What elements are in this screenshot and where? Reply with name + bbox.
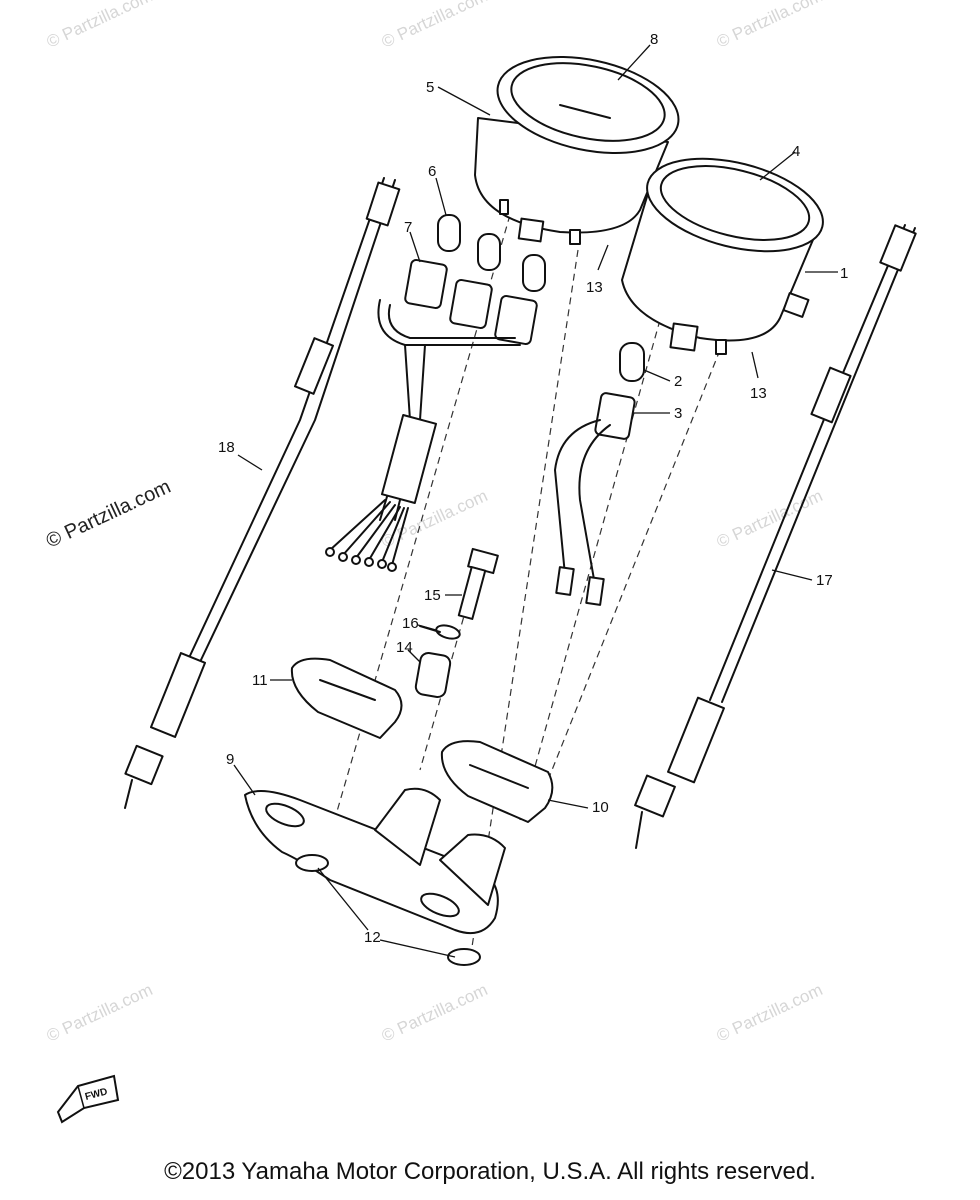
callout-9: 9 <box>226 751 234 768</box>
watermark: © Partzilla.com <box>43 476 174 553</box>
callout-12: 12 <box>364 929 381 946</box>
watermark: © Partzilla.com <box>44 0 156 52</box>
callout-7: 7 <box>404 219 412 236</box>
callout-1: 1 <box>840 265 848 282</box>
meter-brackets <box>290 657 554 823</box>
callout-labels: 1 2 3 4 5 6 7 8 9 10 11 12 13 13 14 15 1… <box>218 31 848 946</box>
callout-4: 4 <box>792 143 800 160</box>
lower-bracket <box>244 787 506 966</box>
callout-17: 17 <box>816 572 833 589</box>
watermark: © Partzilla.com <box>379 0 491 52</box>
callout-3: 3 <box>674 405 682 422</box>
fasteners <box>414 547 499 699</box>
watermark: © Partzilla.com <box>714 980 826 1046</box>
callout-13-left: 13 <box>586 279 603 296</box>
copyright-notice: ©2013 Yamaha Motor Corporation, U.S.A. A… <box>164 1158 816 1185</box>
callout-15: 15 <box>424 587 441 604</box>
bulbs <box>437 214 645 382</box>
tach-socket-cord <box>554 392 636 606</box>
callout-5: 5 <box>426 79 434 96</box>
callout-18: 18 <box>218 439 235 456</box>
fwd-arrow-icon: FWD <box>56 1074 120 1124</box>
meter-cable-left <box>124 177 401 809</box>
callout-2: 2 <box>674 373 682 390</box>
callout-11: 11 <box>252 672 268 689</box>
speedometer-gauge <box>474 56 680 245</box>
callout-8: 8 <box>650 31 658 48</box>
socket-harness <box>325 259 538 572</box>
callout-16: 16 <box>402 615 419 632</box>
watermark: © Partzilla.com <box>714 486 826 552</box>
callout-6: 6 <box>428 163 436 180</box>
callout-13-right: 13 <box>750 385 767 402</box>
callout-14: 14 <box>396 639 413 656</box>
tachometer-gauge <box>621 157 824 355</box>
callout-10: 10 <box>592 799 609 816</box>
watermark: © Partzilla.com <box>44 980 156 1046</box>
watermark: © Partzilla.com <box>379 980 491 1046</box>
watermark: © Partzilla.com <box>714 0 826 52</box>
leader-lines <box>233 44 838 958</box>
meter-cable-right <box>634 224 917 849</box>
